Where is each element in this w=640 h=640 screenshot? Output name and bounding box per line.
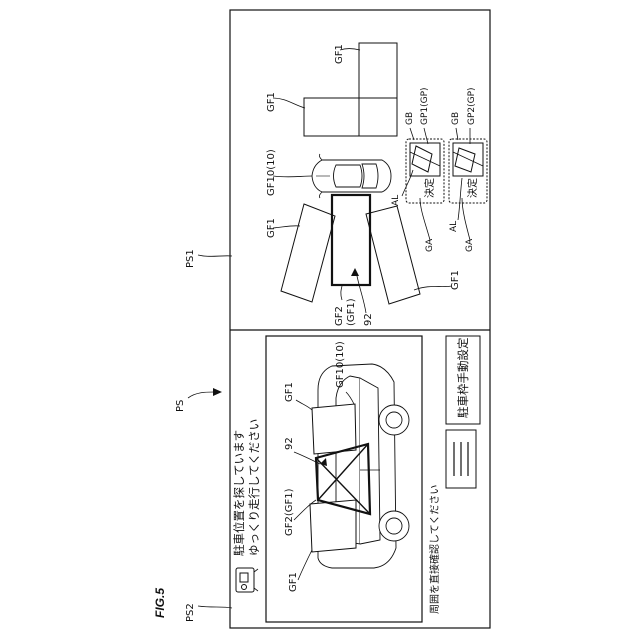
leader-ps1: [198, 255, 232, 256]
candidate-button-gp2[interactable]: 決定: [449, 139, 487, 203]
manual-frame-setting-button[interactable]: 駐車枠手動設定: [446, 336, 480, 424]
label-al-2: AL: [449, 221, 459, 232]
label-gf1-cam-2: GF1: [288, 572, 299, 592]
decide-button-label-gp1: 決定: [423, 178, 436, 198]
caution-text: 周囲を直接確認してください: [428, 485, 441, 614]
label-gf2-cam: GF2(GF1): [284, 488, 295, 536]
label-92-cam: 92: [284, 437, 295, 450]
label-gb-1: GB: [405, 112, 415, 125]
label-gf2-line2: (GF1): [346, 298, 357, 326]
own-vehicle-gf10: [312, 154, 391, 198]
label-gf1-a: GF1: [334, 44, 345, 64]
label-gp1: GP1(GP): [420, 87, 430, 125]
label-gp2: GP2(GP): [467, 87, 477, 125]
label-ps1: PS1: [185, 249, 196, 268]
label-ps: PS: [175, 400, 186, 412]
parking-frame-gf1-top-left[interactable]: [304, 98, 397, 136]
figure-label: FIG.5: [153, 588, 167, 618]
decide-button-label-gp2: 決定: [466, 178, 479, 198]
message-line-2: ゆっくり走行してください: [247, 419, 261, 556]
candidate-button-gp1[interactable]: 決定: [406, 139, 444, 203]
label-ga-1: GA: [425, 238, 435, 252]
label-gf10-ps1: GF10(10): [266, 149, 277, 196]
label-al-1: AL: [391, 195, 401, 206]
label-gf1-cam-1: GF1: [284, 382, 295, 402]
leader-ps: [188, 392, 214, 398]
menu-button[interactable]: [446, 430, 476, 488]
message-line-1: 駐車位置を探しています: [232, 430, 246, 556]
label-gf1-b: GF1: [266, 92, 277, 112]
manual-frame-setting-label: 駐車枠手動設定: [456, 337, 470, 418]
leader-ps2: [198, 606, 232, 608]
label-gf2-line1: GF2: [334, 306, 345, 326]
label-gb-2: GB: [451, 112, 461, 125]
label-ps2: PS2: [185, 603, 196, 622]
label-ga-2: GA: [465, 238, 475, 252]
leader-ps-arrow: [213, 388, 222, 396]
label-gf10-cam: GF10(10): [335, 341, 346, 388]
label-gf1-d: GF1: [450, 270, 461, 290]
label-92-ps1: 92: [363, 313, 374, 326]
camera-frame-gf1-left[interactable]: [312, 404, 356, 454]
